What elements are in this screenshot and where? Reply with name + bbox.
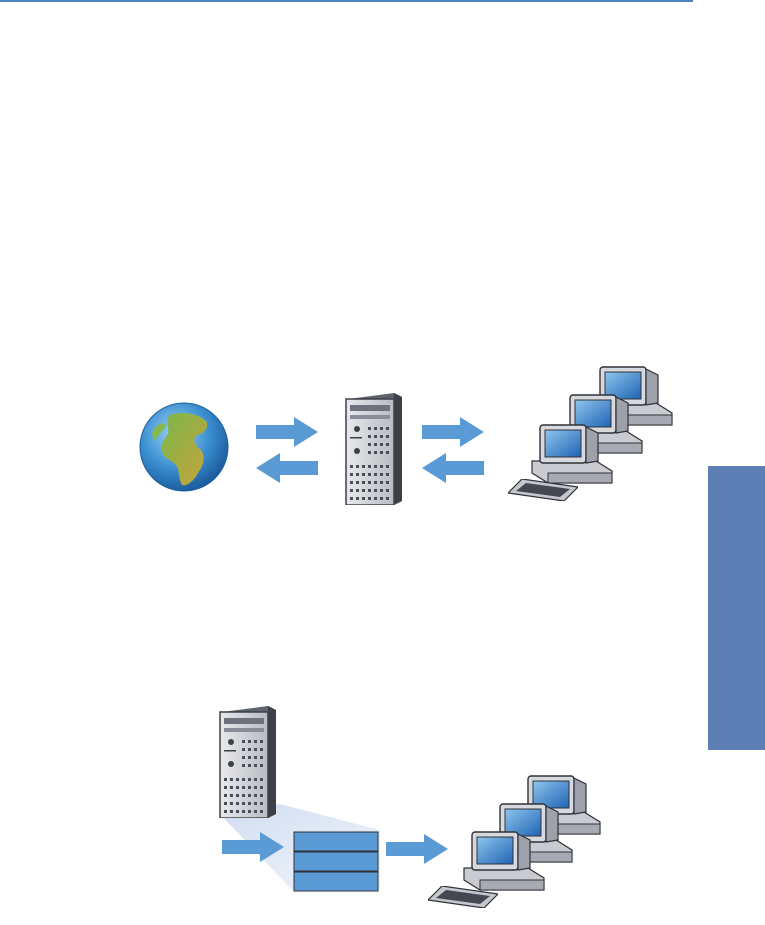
globe-icon bbox=[140, 403, 228, 491]
diagram-top bbox=[130, 355, 700, 525]
computer-workstations-icon bbox=[508, 367, 672, 501]
stacked-queue-icon bbox=[294, 832, 378, 891]
arrow-left-icon bbox=[256, 453, 318, 483]
side-tab bbox=[708, 466, 765, 750]
arrow-right-icon bbox=[422, 417, 484, 447]
arrow-left-icon bbox=[422, 453, 484, 483]
diagram-bottom bbox=[210, 700, 610, 915]
arrow-right-icon bbox=[256, 417, 318, 447]
side-tab-label bbox=[708, 466, 765, 750]
top-rule bbox=[0, 0, 693, 2]
tower-server-icon bbox=[220, 706, 276, 818]
arrow-right-icon bbox=[386, 834, 448, 864]
tower-server-icon bbox=[346, 393, 402, 505]
computer-workstations-icon bbox=[428, 776, 600, 908]
